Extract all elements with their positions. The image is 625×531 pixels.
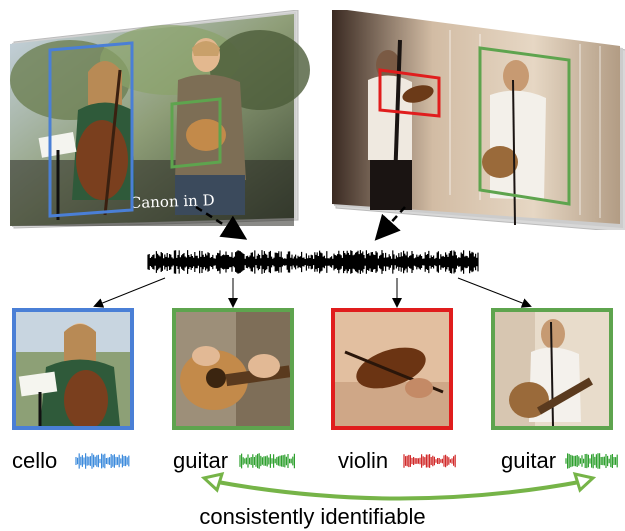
consistency-arrow <box>211 479 586 501</box>
arrow-to-guitar-right <box>457 277 532 308</box>
cello-thumbnail <box>12 308 134 430</box>
guitar-thumbnail-right <box>491 308 613 430</box>
cello-waveform <box>75 453 130 469</box>
cello-bounding-box <box>48 41 134 218</box>
guitar-bounding-box-right <box>478 46 571 206</box>
wave-violin-trace <box>403 454 456 468</box>
left-video-frame: Canon in D <box>10 9 310 229</box>
right-video-frame <box>332 8 625 233</box>
video-overlay-text: Canon in D <box>130 191 215 212</box>
mixture-waveform <box>147 250 479 274</box>
guitar-thumbnail-left <box>172 308 294 430</box>
violin-waveform <box>403 454 456 468</box>
wave-guitar1-trace <box>239 453 295 469</box>
guitar-label-right: guitar <box>501 448 557 473</box>
guitar-thumbnail-right-image <box>495 312 609 426</box>
guitar-waveform-right <box>565 453 618 469</box>
left-video-frames: Canon in D <box>10 9 310 230</box>
wave-guitar2-trace <box>565 453 618 469</box>
main-wave-trace <box>147 250 479 274</box>
guitar-thumbnail-left-image <box>176 312 290 426</box>
consistency-caption: consistently identifiable <box>199 504 426 529</box>
cello-thumbnail-image <box>16 312 130 426</box>
consistency-arrowhead-left <box>200 471 225 493</box>
violin-bounding-box <box>378 68 441 118</box>
arrow-to-cello <box>93 277 166 308</box>
guitar-bounding-box-left <box>170 97 222 169</box>
right-video-frames <box>330 8 625 233</box>
cello-label: cello <box>12 448 58 473</box>
guitar-waveform-left <box>239 453 295 469</box>
violin-thumbnail-image <box>335 312 449 426</box>
wave-cello-trace <box>75 453 130 469</box>
consistency-arrowhead-right <box>572 471 597 493</box>
violin-label: violin <box>338 448 389 473</box>
violin-thumbnail <box>331 308 453 430</box>
guitar-label-left: guitar <box>173 448 229 473</box>
